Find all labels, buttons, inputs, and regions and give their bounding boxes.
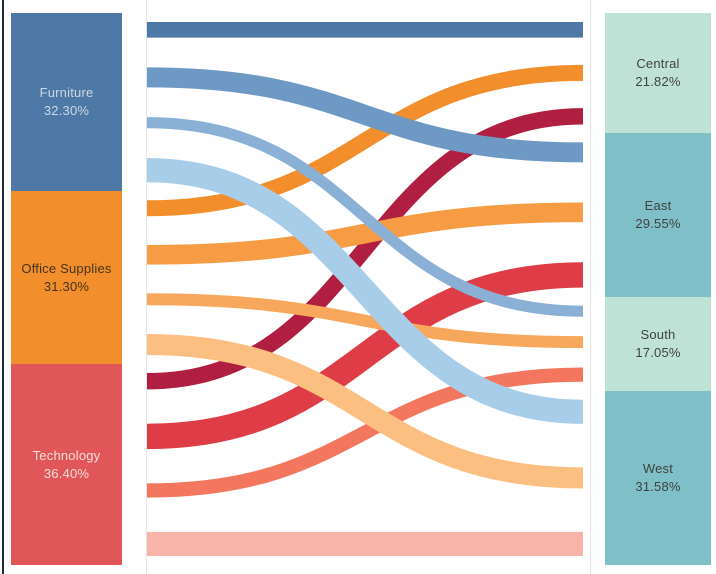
node-name-text: Central [636,56,680,72]
node-label: Central 21.82% [635,55,680,91]
flow-furniture-to-east[interactable] [146,67,584,163]
flow-office-supplies-to-south[interactable] [146,293,584,349]
flow-technology-to-east[interactable] [146,262,584,450]
region-node-west[interactable]: West 31.58% [605,390,711,565]
panel-divider-right [590,0,591,574]
node-percent-text: 36.40% [43,465,90,481]
node-label: Technology 36.40% [33,447,101,483]
node-label: Office Supplies 31.30% [21,260,111,296]
node-name-text: Technology [32,447,101,463]
node-label: East 29.55% [635,197,680,233]
left-edge-border [2,0,4,574]
node-percent-text: 32.30% [43,103,90,119]
flow-furniture-to-west[interactable] [146,158,584,424]
region-node-central[interactable]: Central 21.82% [605,13,711,134]
flow-furniture-to-south[interactable] [146,117,584,317]
category-node-technology[interactable]: Technology 36.40% [11,364,122,565]
flow-technology-to-south[interactable] [146,367,584,498]
node-percent-text: 21.82% [635,74,681,90]
node-name-text: East [644,197,672,213]
flow-office-supplies-to-west[interactable] [146,333,584,489]
flow-office-supplies-to-east[interactable] [146,202,584,265]
node-percent-text: 17.05% [635,344,681,360]
category-node-furniture[interactable]: Furniture 32.30% [11,13,122,192]
region-node-east[interactable]: East 29.55% [605,133,711,297]
node-percent-text: 31.58% [635,478,681,494]
region-node-south[interactable]: South 17.05% [605,296,711,391]
node-percent-text: 29.55% [635,215,681,231]
panel-divider-left [146,0,147,574]
node-name-text: South [640,326,676,342]
node-name-text: Office Supplies [21,260,112,276]
node-name-text: West [642,460,674,476]
category-node-office-supplies[interactable]: Office Supplies 31.30% [11,191,122,365]
flow-technology-to-central[interactable] [146,108,584,390]
node-label: West 31.58% [635,460,680,496]
node-label: Furniture 32.30% [40,84,94,120]
flow-office-supplies-to-central[interactable] [146,64,584,217]
node-percent-text: 31.30% [43,278,90,294]
node-name-text: Furniture [39,85,94,101]
node-label: South 17.05% [635,326,680,362]
